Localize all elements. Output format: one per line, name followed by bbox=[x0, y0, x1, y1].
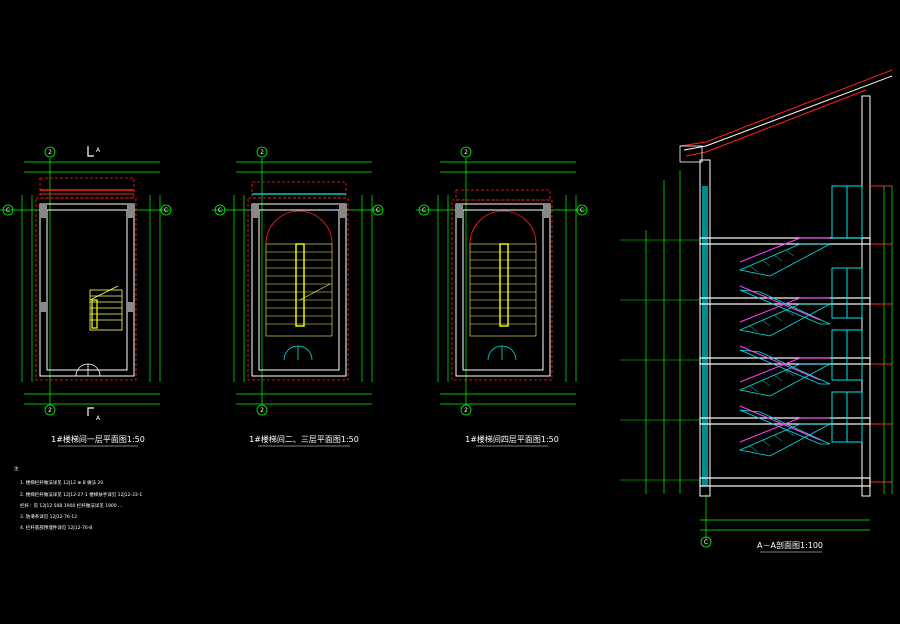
axis-mark: 2 bbox=[260, 149, 264, 156]
plan-first-floor: 2 C C 2 A A 1#楼梯间一层平面图1:50 bbox=[0, 146, 172, 447]
note-header: 注 bbox=[14, 465, 19, 472]
plan-title: 1#楼梯间一层平面图1:50 bbox=[51, 434, 145, 444]
note-line: 1. 楼梯栏杆做法详见 12J12 ⊕ B 做法 20 bbox=[20, 479, 103, 486]
axis-mark: C bbox=[580, 207, 584, 214]
plan-second-third-floor: 2 C C 2 1#楼梯间二、三层平面图1:50 bbox=[212, 146, 384, 447]
note-line: 3. 防滑条详见 12J12-76-12 bbox=[20, 513, 77, 520]
note-line: 4. 栏杆底部预埋件详见 12J12-76-B bbox=[20, 524, 92, 531]
note-line: 2. 楼梯栏杆做法详见 12J12-27-1 楼梯扶手详见 12J12-33-1 bbox=[20, 491, 142, 498]
axis-mark: C bbox=[422, 207, 426, 214]
axis-mark: C bbox=[704, 539, 708, 546]
axis-mark: 2 bbox=[464, 149, 468, 156]
notes-block: 注 1. 楼梯栏杆做法详见 12J12 ⊕ B 做法 20 2. 楼梯栏杆做法详… bbox=[14, 465, 142, 531]
section-mark: A bbox=[96, 415, 101, 422]
axis-mark: 2 bbox=[464, 407, 468, 414]
axis-mark: 2 bbox=[48, 149, 52, 156]
note-line: 栏杆：见 12J12 50B 1900 栏杆做法详见 1900 … bbox=[20, 502, 123, 509]
axis-mark: C bbox=[218, 207, 222, 214]
axis-mark: C bbox=[376, 207, 380, 214]
axis-mark: C bbox=[6, 207, 10, 214]
axis-mark: 2 bbox=[48, 407, 52, 414]
section-a-a: C A－A剖面图1:100 bbox=[620, 69, 893, 553]
axis-mark: C bbox=[164, 207, 168, 214]
section-mark: A bbox=[96, 147, 101, 154]
section-title: A－A剖面图1:100 bbox=[757, 540, 823, 550]
plan-title: 1#楼梯间四层平面图1:50 bbox=[465, 434, 559, 444]
plan-fourth-floor: 2 C C 2 1#楼梯间四层平面图1:50 bbox=[416, 146, 588, 447]
axis-mark: 2 bbox=[260, 407, 264, 414]
plan-title: 1#楼梯间二、三层平面图1:50 bbox=[249, 434, 359, 444]
